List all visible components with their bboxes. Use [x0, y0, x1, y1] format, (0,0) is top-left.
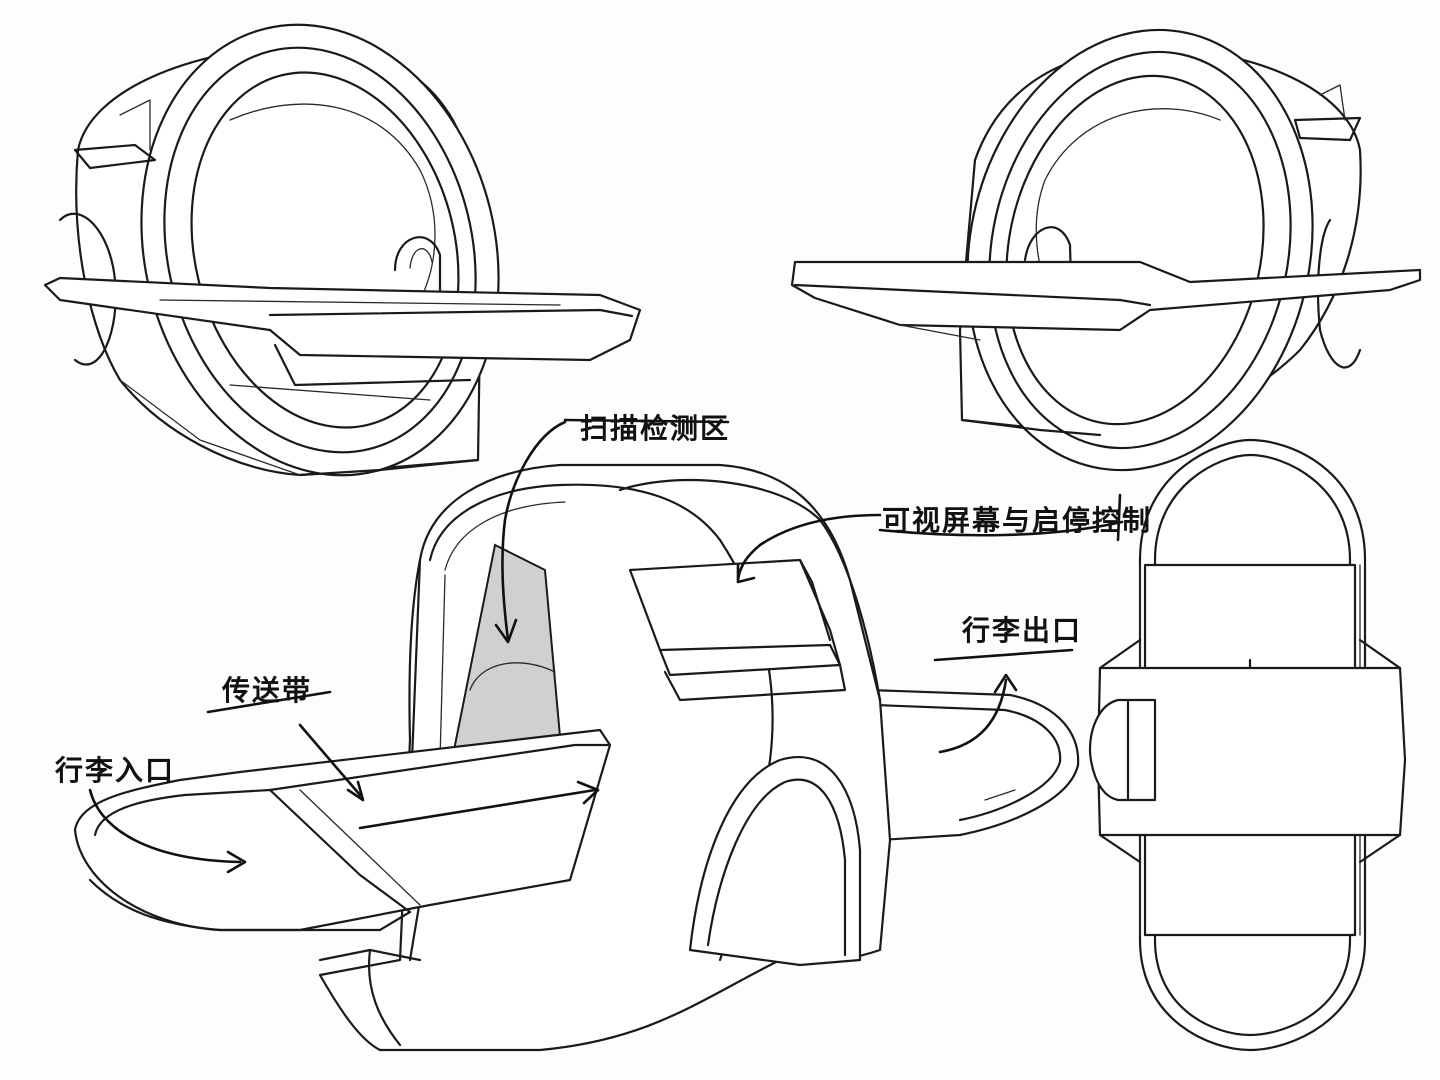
label-luggage-entrance: 行李入口: [54, 754, 175, 787]
scanner-view-plan: [1088, 438, 1407, 1052]
annotation-scan-zone: 扫描检测区: [494, 412, 730, 644]
annotation-luggage-entrance: 行李入口: [54, 754, 247, 874]
annotation-luggage-exit: 行李出口: [933, 614, 1082, 754]
scanner-view-main: [73, 463, 1080, 1052]
label-scan-zone: 扫描检测区: [580, 412, 730, 445]
annotation-conveyor: 传送带: [206, 674, 365, 802]
label-luggage-exit: 行李出口: [961, 614, 1082, 647]
scanner-view-top-right: [790, 28, 1422, 472]
scanner-view-top-left: [43, 23, 642, 477]
label-screen-control: 可视屏幕与启停控制: [882, 504, 1152, 537]
annotation-screen-control: 可视屏幕与启停控制: [736, 493, 1152, 584]
